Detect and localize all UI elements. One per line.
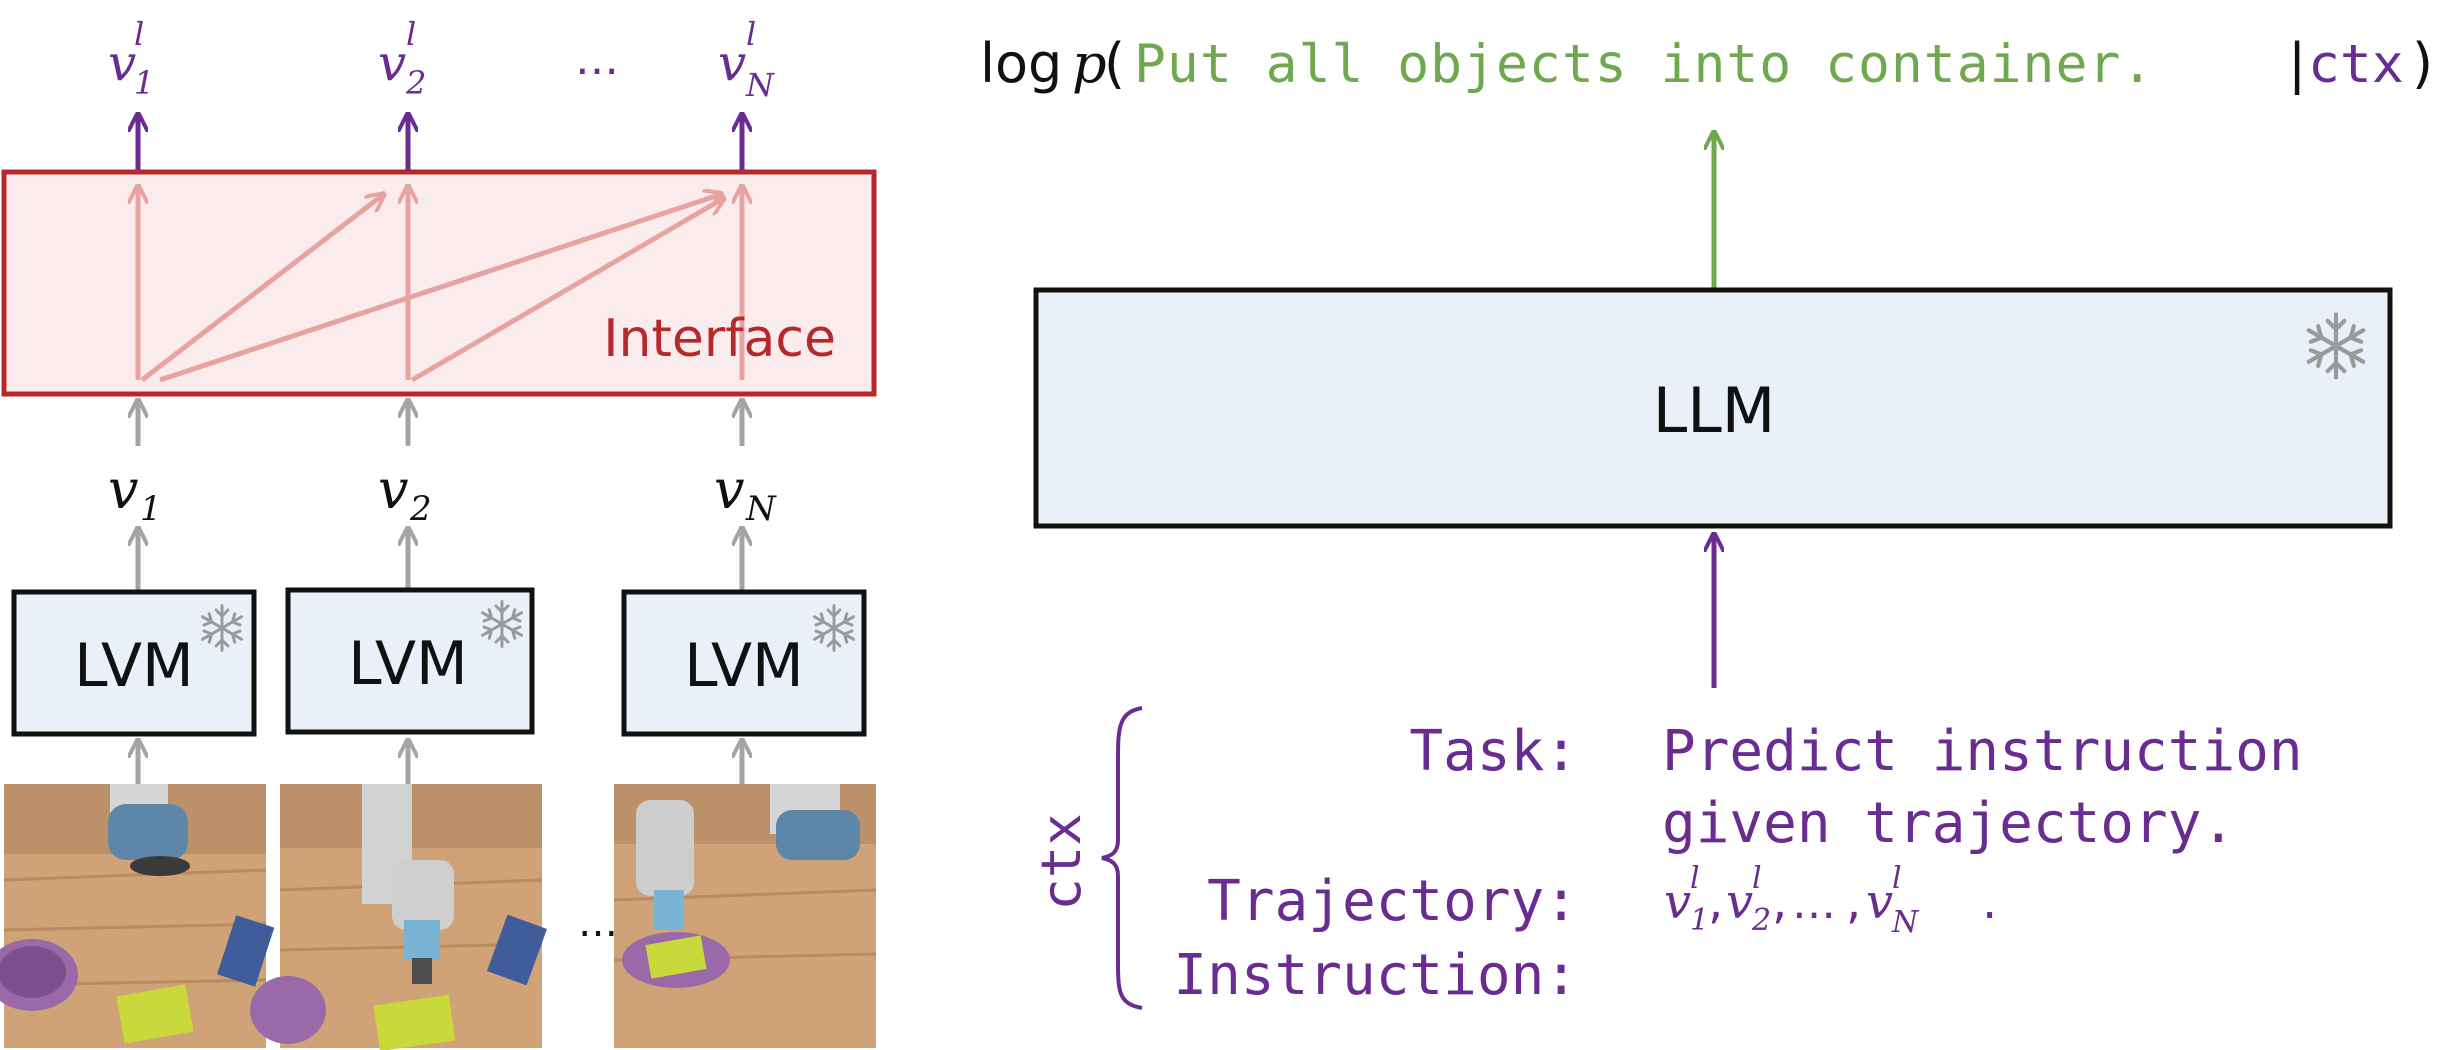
output-v2l: v l 2 — [378, 15, 426, 102]
task-line-2: given trajectory. — [1662, 791, 2235, 856]
feature-v2-base: v — [378, 458, 409, 521]
interface-arrows — [138, 186, 742, 383]
output-arrows — [138, 114, 742, 172]
output-v1l: v l 1 — [108, 15, 154, 102]
traj-end: . — [1982, 874, 1997, 930]
traj-v2-sup: l — [1752, 861, 1762, 896]
trajectory-frame-1 — [0, 784, 275, 1048]
trajectory-frame-2 — [250, 784, 547, 1050]
lvm-box-2: LVM — [285, 587, 535, 735]
feature-to-interface-arrows — [138, 400, 742, 446]
feature-v2-sub: 2 — [409, 489, 432, 529]
formula-close-paren: ) — [2412, 32, 2433, 95]
output-vNl-base: v — [718, 34, 746, 92]
frame-to-lvm-arrows — [138, 740, 742, 784]
traj-ellipsis: … — [1792, 878, 1836, 929]
lvm-box-1: LVM — [11, 589, 257, 737]
formula-open-paren: ( — [1104, 32, 1125, 95]
feature-v1-sub: 1 — [140, 489, 162, 529]
task-label: Task: — [1409, 719, 1578, 784]
lvm-label-N: LVM — [684, 631, 804, 701]
traj-v2-sub: 2 — [1751, 903, 1771, 938]
formula-instruction: Put all objects into container. — [1134, 34, 2154, 95]
lvm-label-2: LVM — [348, 629, 468, 699]
trajectory-value: v l 1 , v l 2 , … , v l N . — [1664, 861, 1997, 940]
traj-v1-sub: 1 — [1690, 903, 1709, 938]
formula-log: log — [980, 32, 1062, 95]
context-block: Task: Predict instruction given trajecto… — [1173, 719, 2302, 1008]
feature-vN-sub: N — [745, 489, 777, 529]
output-v2l-sub: 2 — [405, 64, 426, 102]
output-vNl-sub: N — [745, 66, 775, 104]
frames-ellipsis: … — [578, 900, 618, 946]
interface-label: Interface — [603, 309, 836, 369]
output-v2l-sup: l — [406, 15, 416, 53]
traj-v1: v — [1664, 874, 1691, 930]
feature-vN: v N — [714, 458, 777, 529]
trajectory-frame-N — [613, 784, 877, 1048]
traj-vN: v — [1866, 874, 1893, 930]
ctx-label: ctx — [1030, 813, 1093, 911]
feature-v1-base: v — [108, 458, 139, 521]
instruction-label: Instruction: — [1173, 943, 1578, 1008]
traj-sep-3: , — [1846, 874, 1861, 930]
feature-v2: v 2 — [378, 458, 432, 529]
feature-v1: v 1 — [108, 458, 162, 529]
objective-formula: log p ( Put all objects into container. … — [980, 32, 2433, 95]
formula-p: p — [1072, 32, 1107, 95]
ctx-brace — [1101, 706, 1143, 1010]
lvm-box-N: LVM — [621, 589, 867, 737]
formula-bar: | — [2288, 32, 2306, 95]
traj-v1-sup: l — [1690, 861, 1700, 896]
formula-ctx: ctx — [2308, 34, 2404, 95]
lvm-label-1: LVM — [74, 631, 194, 701]
output-v1l-sub: 1 — [134, 64, 154, 102]
output-v2l-base: v — [378, 34, 406, 92]
output-vNl-sup: l — [746, 15, 756, 53]
output-vNl: v l N — [718, 15, 775, 104]
llm-box: LLM — [1033, 287, 2393, 529]
traj-v2: v — [1726, 874, 1753, 930]
traj-sep-2: , — [1772, 874, 1787, 930]
lvm-to-feature-arrows — [138, 528, 742, 590]
feature-vN-base: v — [714, 458, 745, 521]
output-v1l-sup: l — [134, 15, 144, 53]
trajectory-label: Trajectory: — [1207, 869, 1578, 934]
llm-label: LLM — [1653, 374, 1776, 447]
task-line-1: Predict instruction — [1662, 719, 2303, 784]
traj-vN-sub: N — [1891, 905, 1920, 940]
output-v1l-base: v — [108, 34, 136, 92]
output-ellipsis: … — [575, 34, 619, 85]
traj-vN-sup: l — [1892, 861, 1902, 896]
traj-sep-1: , — [1708, 874, 1723, 930]
